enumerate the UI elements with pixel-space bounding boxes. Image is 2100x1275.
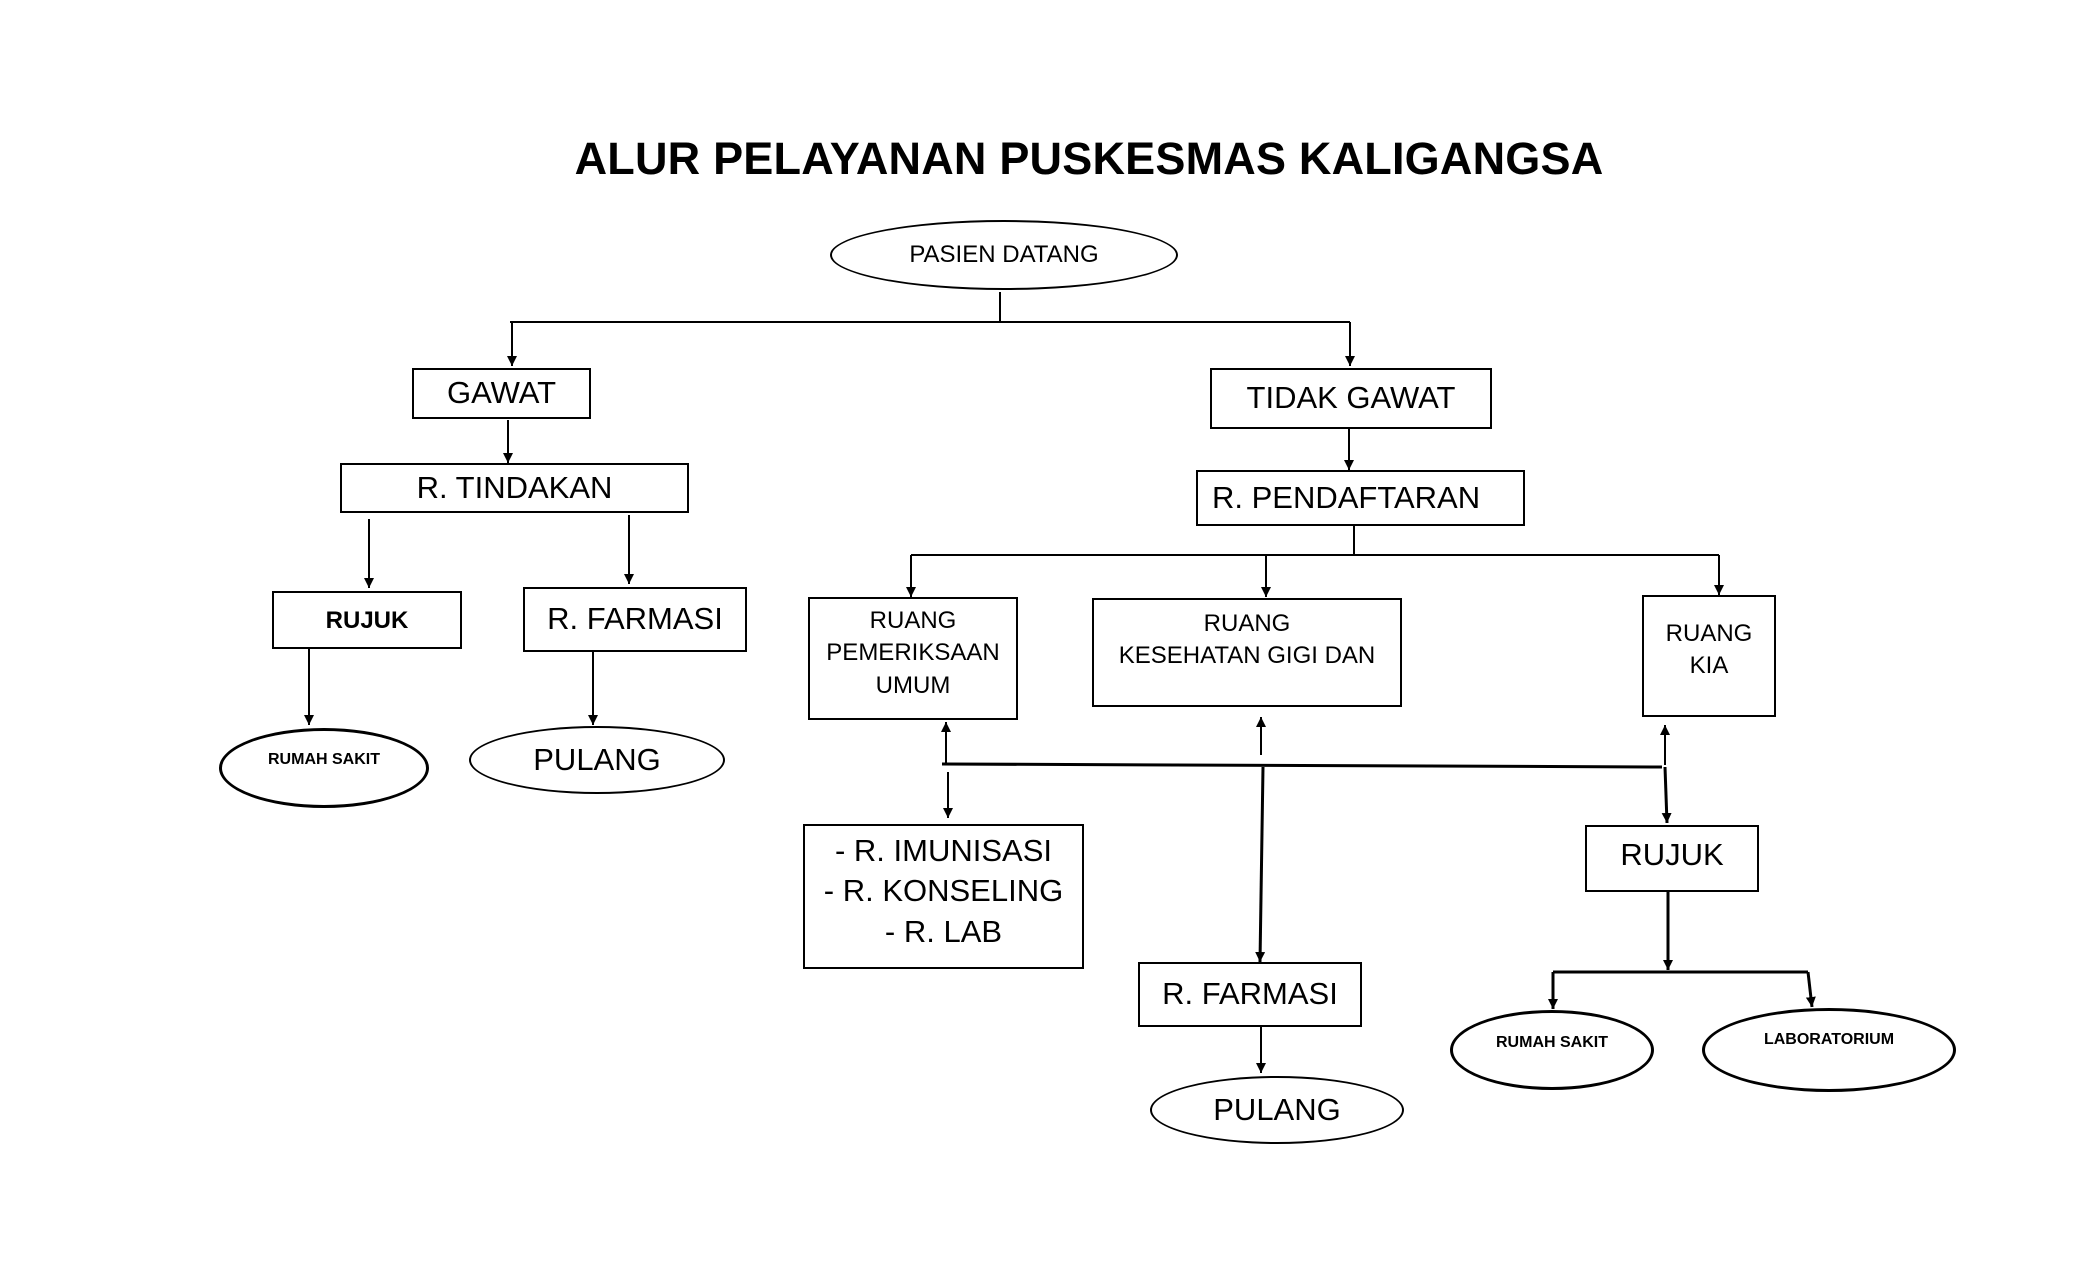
node-r-farmasi-right: R. FARMASI — [1138, 962, 1362, 1027]
node-r-tindakan: R. TINDAKAN — [340, 463, 689, 513]
arrow-to-rujuk-right — [1661, 766, 1672, 824]
node-rumah-sakit-right: RUMAH SAKIT — [1450, 1010, 1654, 1090]
node-pasien-datang: PASIEN DATANG — [830, 220, 1178, 290]
node-ruang-lain: - R. IMUNISASI - R. KONSELING - R. LAB — [803, 824, 1084, 969]
node-r-farmasi-left: R. FARMASI — [523, 587, 747, 652]
ruang-kia-line-1: RUANG — [1665, 619, 1753, 647]
node-gawat: GAWAT — [412, 368, 591, 419]
node-pulang-left: PULANG — [469, 726, 725, 794]
arrow-to-r-farmasi-right — [1255, 766, 1266, 963]
node-pulang-right: PULANG — [1150, 1076, 1404, 1144]
node-ruang-kia: RUANG KIA — [1642, 595, 1776, 717]
ruang-gigi-line-1: RUANG — [1203, 610, 1291, 637]
page-title: ALUR PELAYANAN PUSKESMAS KALIGANGSA — [574, 133, 1604, 184]
ruang-pemeriksaan-line-1: RUANG — [869, 606, 957, 634]
ruang-lain-line-1: - R. IMUNISASI — [834, 833, 1052, 869]
node-ruang-kesehatan-gigi: RUANG KESEHATAN GIGI DAN — [1092, 598, 1402, 707]
node-ruang-pemeriksaan-umum: RUANG PEMERIKSAAN UMUM — [808, 597, 1018, 720]
node-laboratorium: LABORATORIUM — [1702, 1008, 1956, 1092]
ruang-lain-line-3: - R. LAB — [884, 913, 1003, 949]
node-r-pendaftaran: R. PENDAFTARAN — [1196, 470, 1525, 526]
node-rujuk-right: RUJUK — [1585, 825, 1759, 892]
ruang-kia-line-2: KIA — [1689, 652, 1729, 679]
ruang-lain-line-2: - R. KONSELING — [823, 873, 1064, 909]
node-rujuk-left: RUJUK — [272, 591, 462, 649]
node-rumah-sakit-left: RUMAH SAKIT — [219, 728, 429, 808]
arrow-to-laboratorium — [1805, 971, 1816, 1008]
connector — [941, 762, 1663, 769]
ruang-gigi-line-2: KESEHATAN GIGI DAN — [1118, 642, 1376, 670]
ruang-pemeriksaan-line-3: UMUM — [875, 671, 951, 699]
ruang-pemeriksaan-line-2: PEMERIKSAAN — [826, 639, 1000, 667]
node-tidak-gawat: TIDAK GAWAT — [1210, 368, 1492, 429]
